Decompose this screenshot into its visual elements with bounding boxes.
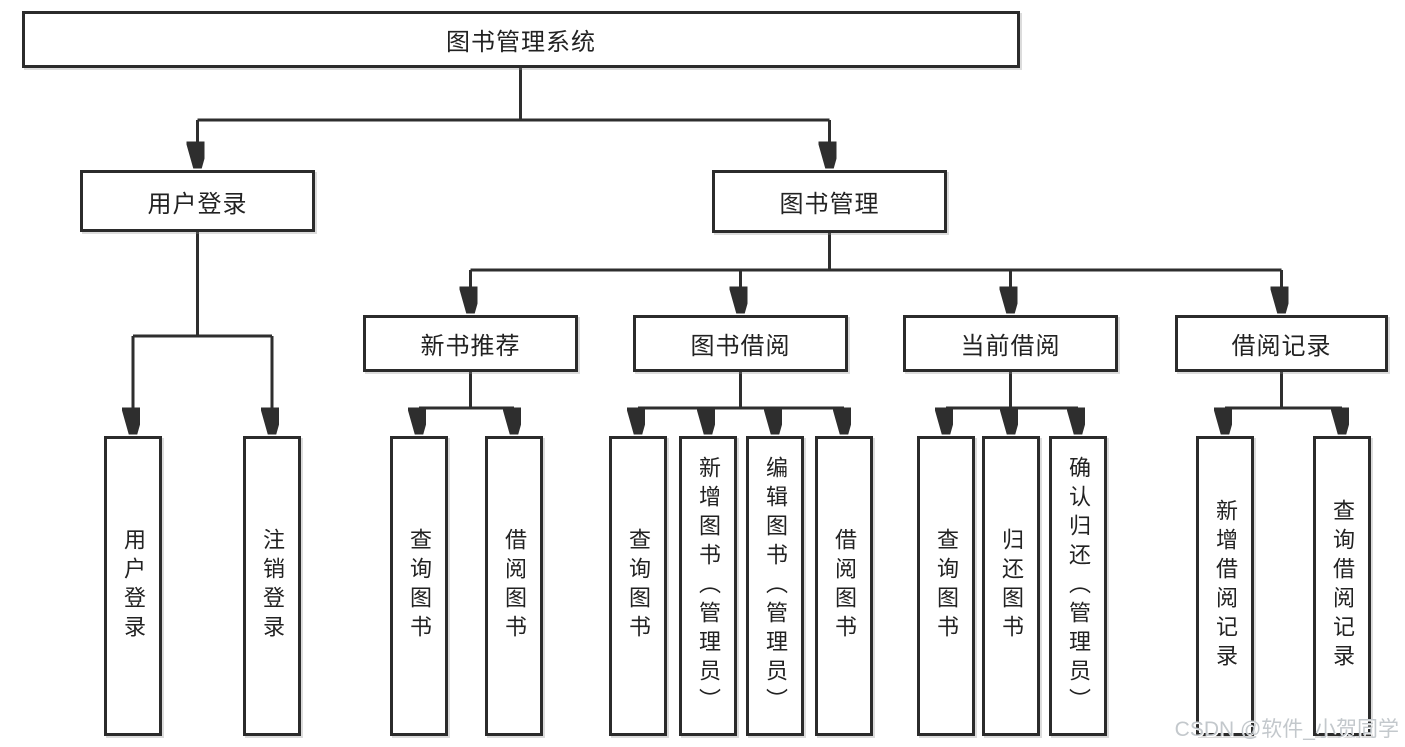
leaf-user-login-label: 用户登录 bbox=[121, 528, 146, 644]
leaf-current-confirm-return-admin-label: 确认归还（管理员） bbox=[1066, 455, 1091, 717]
node-user-login: 用户登录 bbox=[80, 170, 315, 232]
leaf-borrow-edit-book-admin-label: 编辑图书（管理员） bbox=[763, 455, 788, 717]
leaf-recommend-borrow-book-label: 借阅图书 bbox=[502, 528, 527, 644]
leaf-borrow-borrow-book: 借阅图书 bbox=[815, 436, 873, 736]
node-borrow-records: 借阅记录 bbox=[1175, 315, 1388, 372]
leaf-borrow-add-book-admin-label: 新增图书（管理员） bbox=[696, 455, 721, 717]
node-root-system: 图书管理系统 bbox=[22, 11, 1020, 68]
edge-borrow-trunk bbox=[638, 372, 844, 410]
node-book-manage: 图书管理 bbox=[712, 170, 947, 233]
leaf-records-query-record: 查询借阅记录 bbox=[1313, 436, 1371, 736]
edge-login-trunk bbox=[133, 232, 272, 338]
edge-records-trunk bbox=[1225, 372, 1342, 410]
leaf-records-query-record-label: 查询借阅记录 bbox=[1330, 499, 1355, 673]
leaf-records-add-record: 新增借阅记录 bbox=[1196, 436, 1254, 736]
leaf-records-add-record-label: 新增借阅记录 bbox=[1213, 499, 1238, 673]
node-book-borrow: 图书借阅 bbox=[633, 315, 848, 372]
leaf-user-login: 用户登录 bbox=[104, 436, 162, 736]
edge-records-to-leaves bbox=[1225, 372, 1342, 432]
leaf-current-return-book: 归还图书 bbox=[982, 436, 1040, 736]
edge-borrow-to-leaves bbox=[638, 372, 844, 432]
leaf-recommend-query-book-label: 查询图书 bbox=[407, 528, 432, 644]
edge-recommend-trunk bbox=[419, 372, 514, 410]
edge-recommend-to-leaves bbox=[419, 372, 514, 432]
leaf-borrow-borrow-book-label: 借阅图书 bbox=[832, 528, 857, 644]
edge-root-to-level2 bbox=[198, 68, 830, 166]
edge-current-to-leaves bbox=[946, 372, 1078, 432]
leaf-borrow-edit-book-admin: 编辑图书（管理员） bbox=[746, 436, 804, 736]
edge-current-trunk bbox=[946, 372, 1078, 410]
edge-root-trunk bbox=[197, 68, 830, 122]
leaf-logout-label: 注销登录 bbox=[260, 528, 285, 644]
edge-login-to-leaves bbox=[133, 232, 272, 432]
leaf-borrow-query-book-label: 查询图书 bbox=[626, 528, 651, 644]
leaf-current-return-book-label: 归还图书 bbox=[999, 528, 1024, 644]
leaf-recommend-borrow-book: 借阅图书 bbox=[485, 436, 543, 736]
csdn-watermark: CSDN @软件_小贺同学 bbox=[1174, 718, 1399, 741]
leaf-borrow-query-book: 查询图书 bbox=[609, 436, 667, 736]
leaf-recommend-query-book: 查询图书 bbox=[390, 436, 448, 736]
node-current-borrow: 当前借阅 bbox=[903, 315, 1118, 372]
node-new-book-recommend: 新书推荐 bbox=[363, 315, 578, 372]
leaf-current-query-book-label: 查询图书 bbox=[934, 528, 959, 644]
leaf-borrow-add-book-admin: 新增图书（管理员） bbox=[679, 436, 737, 736]
leaf-current-query-book: 查询图书 bbox=[917, 436, 975, 736]
edge-manage-to-level3 bbox=[471, 233, 1282, 311]
leaf-current-confirm-return-admin: 确认归还（管理员） bbox=[1049, 436, 1107, 736]
edge-manage-trunk bbox=[470, 233, 1282, 272]
leaf-logout: 注销登录 bbox=[243, 436, 301, 736]
